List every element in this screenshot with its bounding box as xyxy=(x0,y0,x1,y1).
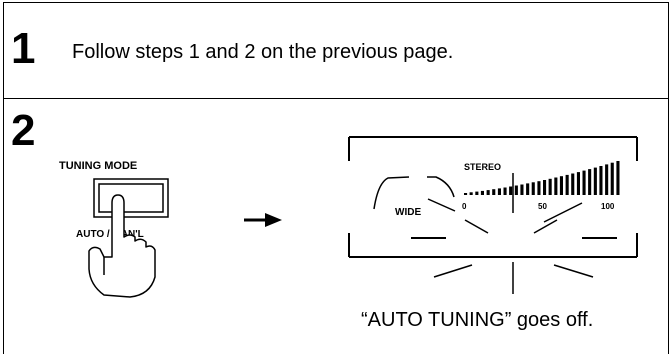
meter-bar xyxy=(610,162,614,195)
hand-icon xyxy=(88,194,156,298)
meter-bar xyxy=(520,184,524,195)
tuning-mode-label: TUNING MODE xyxy=(59,160,137,172)
meter-bar xyxy=(616,161,620,195)
tuner-display: WIDE STEREO 0 50 100 xyxy=(348,136,638,294)
step-2-illustration: TUNING MODE AUTO / MAN'L xyxy=(59,136,638,298)
meter-bar xyxy=(526,183,530,195)
meter-bar xyxy=(593,167,597,195)
meter-bar xyxy=(605,164,609,195)
meter-bar xyxy=(571,173,575,195)
scale-tick-100: 100 xyxy=(601,202,615,211)
meter-bar xyxy=(480,190,484,195)
meter-bar xyxy=(548,178,552,195)
meter-bar xyxy=(565,174,569,195)
meter-bar xyxy=(497,188,501,195)
step-number: 2 xyxy=(11,106,36,155)
tuning-mode-button[interactable] xyxy=(93,178,169,218)
wide-indicator: WIDE xyxy=(395,207,421,218)
meter-bar xyxy=(599,166,603,195)
meter-bar xyxy=(475,191,479,195)
meter-bar xyxy=(509,186,513,195)
meter-bar xyxy=(554,177,558,195)
stereo-indicator: STEREO xyxy=(464,162,501,172)
step-2-panel: 2 TUNING MODE AUTO / MAN'L xyxy=(3,98,669,354)
meter-bar xyxy=(588,169,592,195)
meter-bar xyxy=(514,185,518,195)
auto-tuning-caption: “AUTO TUNING” goes off. xyxy=(361,309,594,331)
meter-bar xyxy=(559,176,563,195)
meter-bar xyxy=(537,181,541,195)
step-1-panel: 1 Follow steps 1 and 2 on the previous p… xyxy=(3,2,669,98)
meter-bar xyxy=(469,192,473,195)
meter-bar xyxy=(492,189,496,195)
meter-bar xyxy=(503,187,507,195)
scale-tick-50: 50 xyxy=(538,202,547,211)
meter-bar xyxy=(582,170,586,195)
signal-meter xyxy=(464,161,620,195)
meter-bar xyxy=(543,180,547,195)
scale-tick-0: 0 xyxy=(462,202,467,211)
meter-bar xyxy=(531,182,535,195)
meter-bar xyxy=(486,190,490,195)
auto-manl-label: AUTO / MAN'L xyxy=(76,229,144,240)
step-instruction: Follow steps 1 and 2 on the previous pag… xyxy=(72,41,454,63)
step-number: 1 xyxy=(11,24,36,73)
meter-bar xyxy=(464,193,468,195)
meter-bar xyxy=(576,172,580,195)
right-arrow-icon xyxy=(244,213,282,227)
